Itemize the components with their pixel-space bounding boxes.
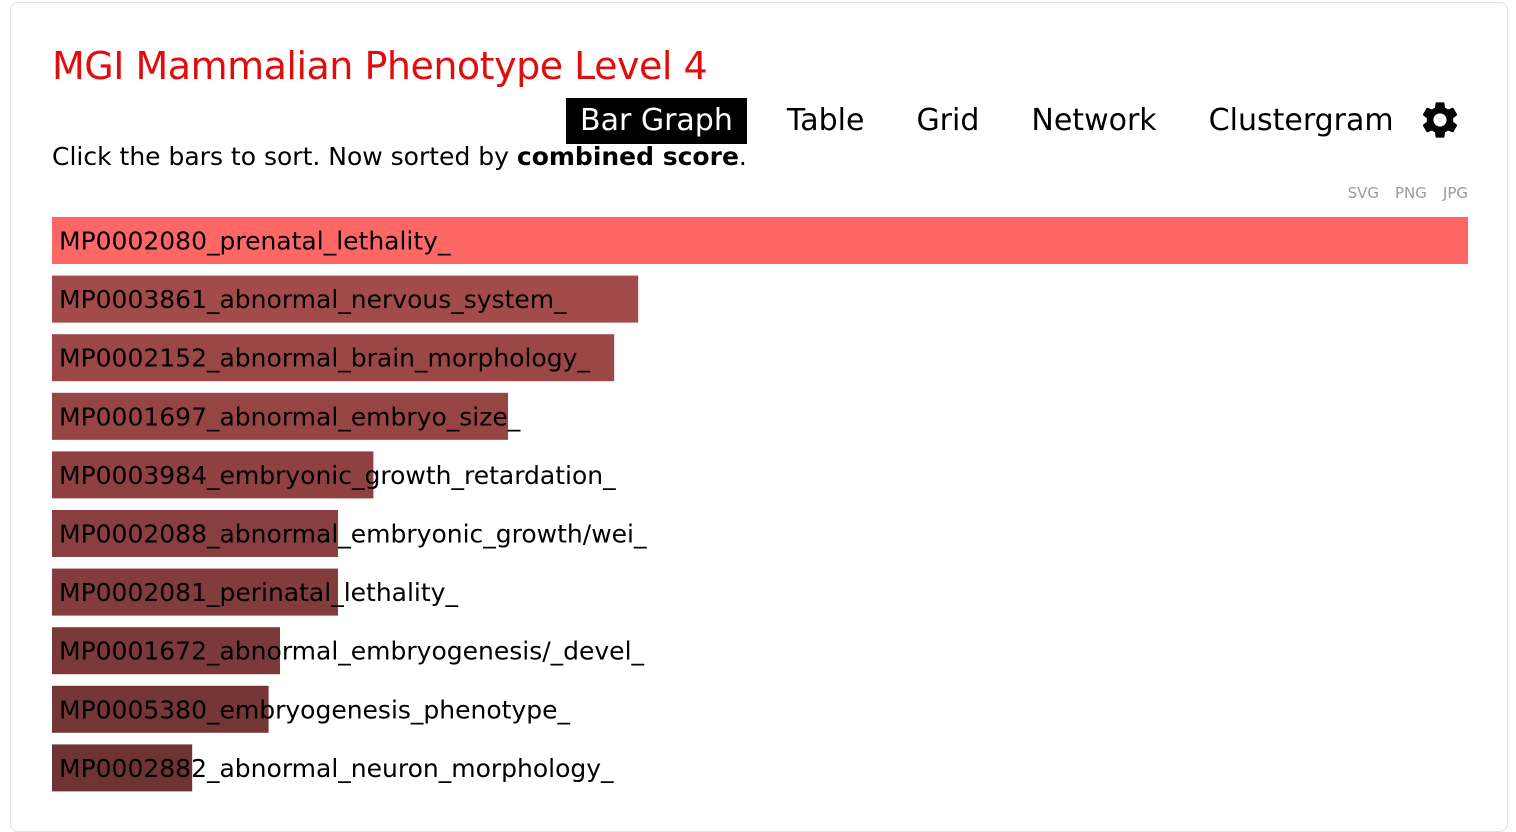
bar[interactable] [52,510,338,557]
bar[interactable] [52,685,269,733]
bar-label: MP0002080_prenatal_lethality_ [59,227,451,256]
bar-label: MP0001672_abnormal_embryogenesis/_devel_ [59,637,645,666]
bar[interactable] [52,392,508,440]
bar-label: MP0002152_abnormal_brain_morphology_ [59,344,590,373]
bar-label: MP0002081_perinatal_lethality_ [59,578,458,607]
export-links: SVG PNG JPG [1348,184,1468,202]
export-jpg-link[interactable]: JPG [1442,184,1468,202]
bar-group[interactable]: MP0003984_embryonic_growth_retardation_ [52,451,616,499]
bar[interactable] [52,275,639,323]
bar[interactable] [52,627,280,675]
bar-group[interactable]: MP0005380_embryogenesis_phenotype_ [52,685,571,733]
gear-icon[interactable] [1418,98,1462,142]
bar-group[interactable]: MP0002152_abnormal_brain_morphology_ [52,334,615,382]
view-tabs: Bar Graph Table Grid Network Clustergram [566,98,1394,144]
sort-instructions-end: . [738,142,747,171]
bar[interactable] [52,217,1468,264]
bar-group[interactable]: MP0002882_abnormal_neuron_morphology_ [52,744,614,792]
bar[interactable] [52,568,338,616]
tab-clustergram[interactable]: Clustergram [1208,103,1394,138]
tab-network[interactable]: Network [1031,103,1157,138]
bar-label: MP0001697_abnormal_embryo_size_ [59,402,521,431]
bar-group[interactable]: MP0001697_abnormal_embryo_size_ [52,392,521,440]
sort-instructions: Click the bars to sort. Now sorted by co… [52,142,747,171]
bar-group[interactable]: MP0002081_perinatal_lethality_ [52,568,458,616]
bar-label: MP0002088_abnormal_embryonic_growth/wei_ [59,520,647,549]
export-svg-link[interactable]: SVG [1347,184,1380,202]
bar[interactable] [52,744,193,792]
bar[interactable] [52,334,615,382]
bar-group[interactable]: MP0003861_abnormal_nervous_system_ [52,275,639,323]
bar[interactable] [52,451,374,499]
sort-key-label: combined score [516,142,739,171]
bar-group[interactable]: MP0001672_abnormal_embryogenesis/_devel_ [52,627,645,675]
bar-chart: MP0002080_prenatal_lethality_ MP0003861_a… [52,217,1468,792]
tab-table[interactable]: Table [786,103,865,138]
tab-grid[interactable]: Grid [916,103,980,138]
bar-group[interactable]: MP0002088_abnormal_embryonic_growth/wei_ [52,510,647,557]
bar-label: MP0003861_abnormal_nervous_system_ [59,285,567,314]
export-png-link[interactable]: PNG [1395,184,1427,202]
tab-bar-graph[interactable]: Bar Graph [566,98,747,144]
bar-label: MP0005380_embryogenesis_phenotype_ [59,695,571,724]
page-title: MGI Mammalian Phenotype Level 4 [52,44,708,88]
bar-label: MP0003984_embryonic_growth_retardation_ [59,461,616,490]
bar-group[interactable]: MP0002080_prenatal_lethality_ [52,217,1468,264]
sort-instructions-text: Click the bars to sort. Now sorted by [52,142,517,171]
bar-label: MP0002882_abnormal_neuron_morphology_ [59,754,614,783]
